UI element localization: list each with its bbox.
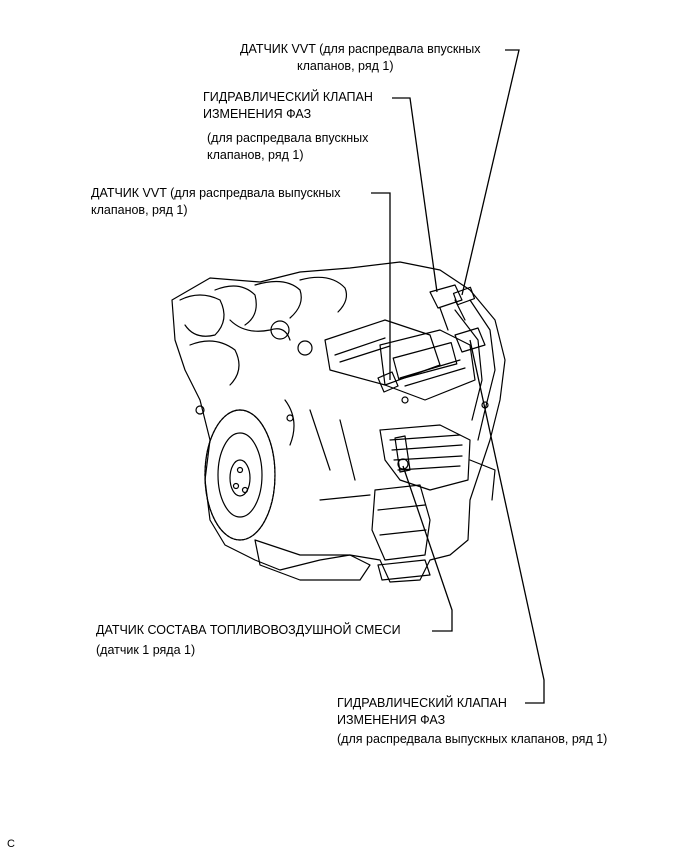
intake-runner bbox=[189, 340, 240, 386]
label-line: (для распредвала выпускных клапанов, ряд… bbox=[337, 732, 608, 746]
label-line: клапанов, ряд 1) bbox=[207, 148, 304, 162]
block-detail bbox=[284, 399, 496, 501]
label-line: ДАТЧИК VVT (для распредвала выпускных bbox=[91, 186, 341, 200]
label-line: клапанов, ряд 1) bbox=[297, 59, 394, 73]
label-line: ИЗМЕНЕНИЯ ФАЗ bbox=[337, 713, 446, 727]
vvt-sensor-exhaust-body bbox=[377, 371, 399, 393]
exhaust-heat-shield bbox=[379, 424, 471, 491]
oil-pan bbox=[254, 539, 371, 581]
catalytic-converter-detail bbox=[377, 504, 427, 536]
heat-shield-ribs bbox=[389, 434, 463, 471]
valve-cover-right bbox=[379, 329, 476, 401]
intake-runner bbox=[299, 276, 348, 313]
intake-runner bbox=[254, 280, 302, 319]
coil-pack bbox=[392, 342, 458, 380]
flywheel-bolt bbox=[236, 466, 244, 474]
engine-illustration bbox=[171, 261, 506, 583]
flywheel-bolt bbox=[241, 486, 249, 494]
flywheel-hub bbox=[229, 459, 251, 497]
valve-cover-ribs bbox=[399, 359, 466, 387]
label-line: ИЗМЕНЕНИЯ ФАЗ bbox=[203, 107, 312, 121]
label-line: ГИДРАВЛИЧЕСКИЙ КЛАПАН bbox=[203, 90, 373, 104]
flywheel-teeth bbox=[204, 409, 276, 541]
af-sensor-tip bbox=[397, 458, 409, 470]
bolt bbox=[195, 405, 205, 415]
intake-port bbox=[270, 320, 290, 340]
label-line: ДАТЧИК VVT (для распредвала впускных bbox=[240, 42, 481, 56]
intake-runner bbox=[179, 294, 225, 337]
label-line: (для распредвала впускных bbox=[207, 131, 369, 145]
label-line: клапанов, ряд 1) bbox=[91, 203, 188, 217]
catalytic-converter bbox=[371, 484, 431, 561]
label-ocv-exhaust: ГИДРАВЛИЧЕСКИЙ КЛАПАН ИЗМЕНЕНИЯ ФАЗ (для… bbox=[337, 695, 607, 748]
leader-vvt-intake bbox=[461, 49, 520, 296]
intake-port bbox=[297, 340, 313, 356]
flywheel-bolt bbox=[232, 482, 240, 490]
vvt-sensor-intake-body bbox=[452, 286, 476, 306]
label-ocv-intake: ГИДРАВЛИЧЕСКИЙ КЛАПАН ИЗМЕНЕНИЯ ФАЗ (для… bbox=[203, 89, 373, 164]
intake-pipe bbox=[229, 319, 291, 341]
ocv-intake-body bbox=[429, 284, 463, 309]
bolt bbox=[401, 396, 409, 404]
label-line: (датчик 1 ряда 1) bbox=[96, 643, 196, 657]
valve-cover-left-ribs bbox=[334, 337, 391, 363]
timing-cover-inner bbox=[454, 309, 483, 421]
timing-cover bbox=[469, 299, 496, 441]
af-sensor-body bbox=[394, 435, 411, 473]
label-line: ДАТЧИК СОСТАВА ТОПЛИВОВОЗДУШНОЙ СМЕСИ bbox=[96, 623, 401, 637]
bolt bbox=[286, 414, 294, 422]
ocv-exhaust-body bbox=[454, 327, 486, 353]
label-af-sensor: ДАТЧИК СОСТАВА ТОПЛИВОВОЗДУШНОЙ СМЕСИ (д… bbox=[96, 622, 401, 659]
leader-lines bbox=[371, 49, 545, 704]
label-line: ГИДРАВЛИЧЕСКИЙ КЛАПАН bbox=[337, 696, 507, 710]
leader-af-sensor bbox=[402, 465, 453, 632]
ocv-intake-stem bbox=[439, 299, 466, 331]
leader-vvt-exhaust bbox=[371, 192, 391, 380]
flywheel-inner bbox=[217, 432, 263, 518]
label-vvt-sensor-intake: ДАТЧИК VVT (для распредвала впускных кла… bbox=[240, 41, 480, 75]
valve-cover-left bbox=[324, 319, 441, 386]
leader-ocv-exhaust bbox=[469, 339, 545, 704]
corner-mark: C bbox=[7, 838, 15, 850]
label-vvt-sensor-exhaust: ДАТЧИК VVT (для распредвала выпускных кл… bbox=[91, 185, 340, 219]
leader-ocv-intake bbox=[392, 97, 438, 293]
exhaust-flange bbox=[377, 559, 431, 581]
intake-runner bbox=[214, 285, 257, 326]
